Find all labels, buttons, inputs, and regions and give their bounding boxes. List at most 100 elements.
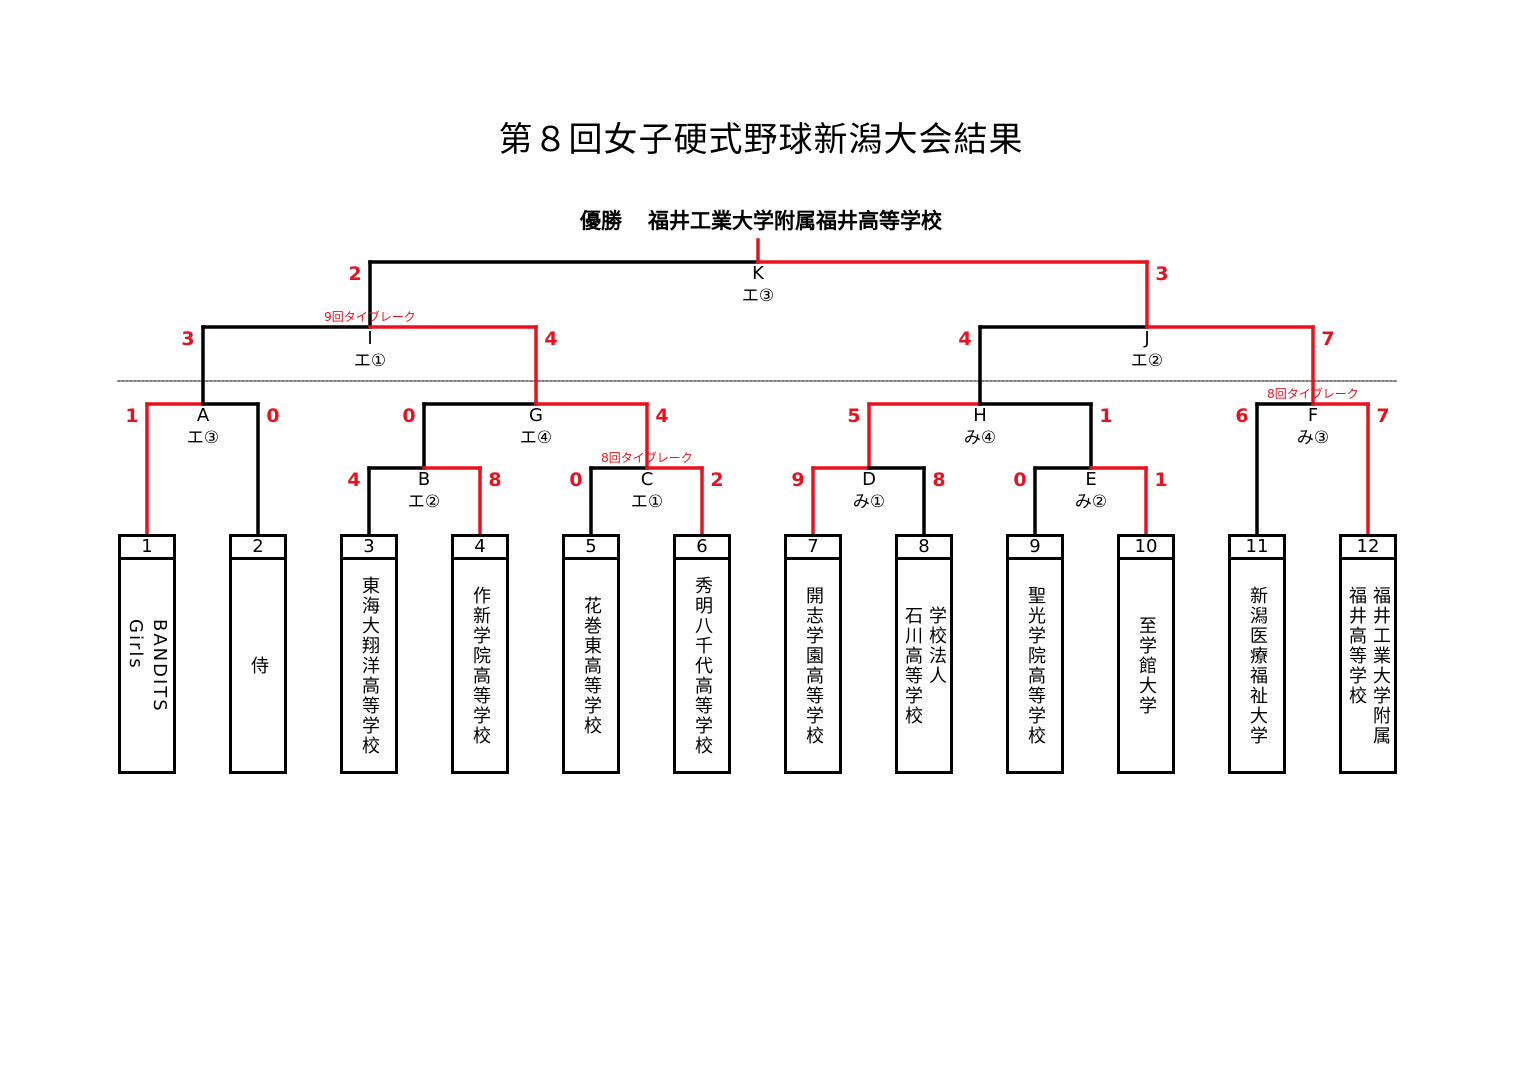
team-name-area: 開志学園高等学校 [787,560,839,771]
match-K-right-score: 3 [1155,263,1168,285]
team-number: 5 [565,537,617,560]
match-E-venue: み② [1075,492,1107,512]
match-C-right-score: 2 [710,469,723,491]
match-E-right-score: 1 [1154,469,1167,491]
team-number: 9 [1009,537,1061,560]
champion-label: 優勝 [580,209,622,233]
team-name: 学校法人 石川高等学校 [902,605,947,726]
team-number: 2 [232,537,284,560]
match-D-label: D [862,469,876,490]
match-A-left-score: 1 [125,405,138,427]
match-H-label: H [973,405,987,426]
match-C-venue: エ① [631,492,663,512]
champion-team: 福井工業大学附属福井高等学校 [648,209,942,233]
match-D-right-score: 8 [932,469,945,491]
match-A-label: A [197,405,210,426]
team-box: 3 東海大翔洋高等学校 [340,534,398,774]
team-name-area: 東海大翔洋高等学校 [343,560,395,771]
match-K-left-score: 2 [348,263,361,285]
match-C-left-score: 0 [569,469,582,491]
match-K-label: K [752,263,765,284]
match-G-right-score: 4 [655,405,668,427]
match-G-venue: エ④ [520,428,552,448]
match-G-left-score: 0 [402,405,415,427]
team-box: 8 学校法人 石川高等学校 [895,534,953,774]
team-box: 12 福井工業大学附属 福井高等学校 [1339,534,1397,774]
match-F-left-score: 6 [1235,405,1248,427]
match-F-label: F [1308,405,1318,426]
team-name: 新潟医療福祉大学 [1247,585,1268,746]
team-name: 東海大翔洋高等学校 [359,575,380,756]
match-I-left-score: 3 [181,328,194,350]
match-H-left-score: 5 [847,405,860,427]
team-number: 3 [343,537,395,560]
match-J-label: J [1143,328,1149,349]
page-title: 第８回女子硬式野球新潟大会結果 [498,120,1024,160]
match-A-right-score: 0 [266,405,279,427]
match-H-venue: み④ [964,428,996,448]
match-B-left-score: 4 [347,469,360,491]
team-number: 4 [454,537,506,560]
match-B-label: B [418,469,430,490]
team-name-area: 新潟医療福祉大学 [1231,560,1283,771]
team-box: 10 至学館大学 [1117,534,1175,774]
match-B-venue: エ② [408,492,440,512]
team-name-area: 花巻東高等学校 [565,560,617,771]
match-H-right-score: 1 [1099,405,1112,427]
team-name: 福井工業大学附属 福井高等学校 [1346,585,1391,746]
match-I-label: I [367,328,372,349]
match-B-right-score: 8 [488,469,501,491]
team-number: 10 [1120,537,1172,560]
team-name: 花巻東高等学校 [581,595,602,736]
team-name-area: BANDITS Girls [121,560,173,771]
team-name-area: 福井工業大学附属 福井高等学校 [1342,560,1394,771]
team-name: 開志学園高等学校 [803,585,824,746]
team-name: 至学館大学 [1136,615,1157,716]
team-name: 秀明八千代高等学校 [692,575,713,756]
team-name-area: 学校法人 石川高等学校 [898,560,950,771]
team-number: 7 [787,537,839,560]
match-J-left-score: 4 [958,328,971,350]
match-I-venue: エ① [354,351,386,371]
team-box: 4 作新学院高等学校 [451,534,509,774]
team-name: 侍 [248,655,269,676]
team-name-area: 侍 [232,560,284,771]
match-C-note: 8回タイブレーク [601,450,693,465]
team-number: 11 [1231,537,1283,560]
team-number: 8 [898,537,950,560]
team-name-area: 秀明八千代高等学校 [676,560,728,771]
team-name: 作新学院高等学校 [470,585,491,746]
team-number: 12 [1342,537,1394,560]
team-number: 6 [676,537,728,560]
team-box: 6 秀明八千代高等学校 [673,534,731,774]
team-box: 5 花巻東高等学校 [562,534,620,774]
match-D-left-score: 9 [791,469,804,491]
match-J-right-score: 7 [1321,328,1334,350]
match-J-venue: エ② [1131,351,1163,371]
match-K-venue: エ③ [742,286,774,306]
match-A-venue: エ③ [187,428,219,448]
team-box: 9 聖光学院高等学校 [1006,534,1064,774]
match-F-note: 8回タイブレーク [1267,386,1359,401]
team-name-area: 至学館大学 [1120,560,1172,771]
team-box: 7 開志学園高等学校 [784,534,842,774]
match-F-venue: み③ [1297,428,1329,448]
team-name: BANDITS Girls [125,618,170,713]
match-E-label: E [1085,469,1096,490]
match-G-label: G [529,405,543,426]
match-D-venue: み① [853,492,885,512]
team-name-area: 聖光学院高等学校 [1009,560,1061,771]
match-C-label: C [641,469,654,490]
match-F-right-score: 7 [1376,405,1389,427]
team-number: 1 [121,537,173,560]
match-E-left-score: 0 [1013,469,1026,491]
match-I-note: 9回タイブレーク [324,309,416,324]
team-box: 11 新潟医療福祉大学 [1228,534,1286,774]
team-name: 聖光学院高等学校 [1025,585,1046,746]
match-I-right-score: 4 [544,328,557,350]
team-name-area: 作新学院高等学校 [454,560,506,771]
champion-banner: 優勝 福井工業大学附属福井高等学校 [0,205,1522,235]
